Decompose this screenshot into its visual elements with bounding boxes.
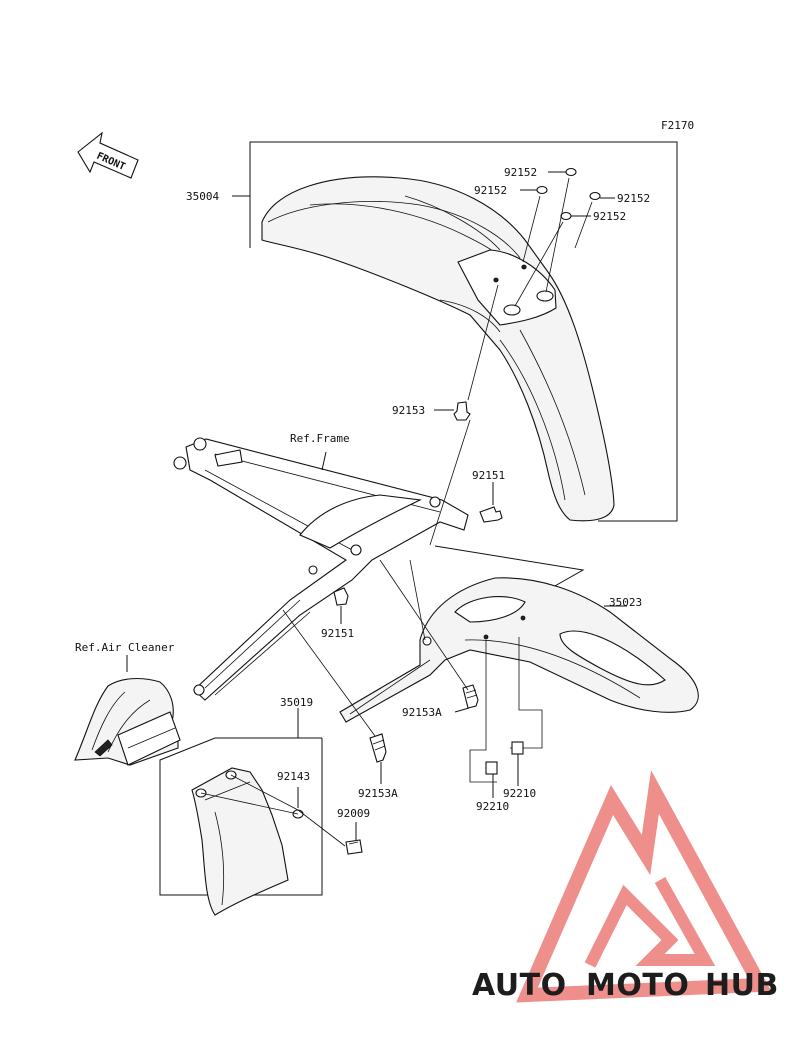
- bolt-icon: [462, 684, 479, 709]
- washer-icon: [536, 185, 548, 195]
- bolt-icon: [479, 506, 503, 523]
- label-92153A-a: 92153A: [402, 706, 442, 719]
- bolt-icon: [333, 587, 349, 606]
- washer-icon: [565, 167, 577, 177]
- label-92152-c: 92152: [617, 192, 650, 205]
- watermark-auto: AUTO: [472, 968, 567, 1003]
- figure-code: F2170: [661, 119, 694, 132]
- label-35023: 35023: [609, 596, 642, 609]
- washer-icon: [589, 191, 601, 201]
- bolt-icon: [453, 401, 471, 421]
- front-fender-group: 35004 92152 92152 92152 92152 92153: [186, 141, 678, 522]
- bolt-icon: [345, 839, 363, 855]
- label-ref-air-cleaner: Ref.Air Cleaner: [75, 641, 175, 654]
- label-92210-a: 92210: [476, 800, 509, 813]
- air-cleaner-reference: Ref.Air Cleaner: [74, 641, 181, 766]
- label-92151-mid: 92151: [321, 627, 354, 640]
- mud-flap-group: 35019 92143 92009: [159, 696, 370, 916]
- rear-fender-group: 35023 92153A 92153A 92210 92210: [339, 545, 699, 813]
- label-92151-right: 92151: [472, 469, 505, 482]
- washer-icon: [560, 211, 572, 221]
- frame-reference: Ref.Frame 92151 92151: [173, 432, 505, 701]
- clip-icon: [485, 761, 498, 775]
- label-92009: 92009: [337, 807, 370, 820]
- watermark-moto: MOTO: [586, 968, 689, 1003]
- automotohub-logo: AUTO MOTO HUB: [472, 770, 779, 1003]
- label-92152-a: 92152: [504, 166, 537, 179]
- label-92153A-b: 92153A: [358, 787, 398, 800]
- clip-icon: [511, 741, 524, 755]
- mud-flap: [191, 767, 289, 916]
- label-92152-d: 92152: [593, 210, 626, 223]
- label-92153: 92153: [392, 404, 425, 417]
- label-35019: 35019: [280, 696, 313, 709]
- front-arrow-icon: FRONT: [77, 131, 139, 179]
- label-35004: 35004: [186, 190, 219, 203]
- label-ref-frame: Ref.Frame: [290, 432, 350, 445]
- label-92152-b: 92152: [474, 184, 507, 197]
- label-92143: 92143: [277, 770, 310, 783]
- bolt-icon: [369, 733, 387, 763]
- label-92210-b: 92210: [503, 787, 536, 800]
- watermark-hub: HUB: [705, 968, 779, 1003]
